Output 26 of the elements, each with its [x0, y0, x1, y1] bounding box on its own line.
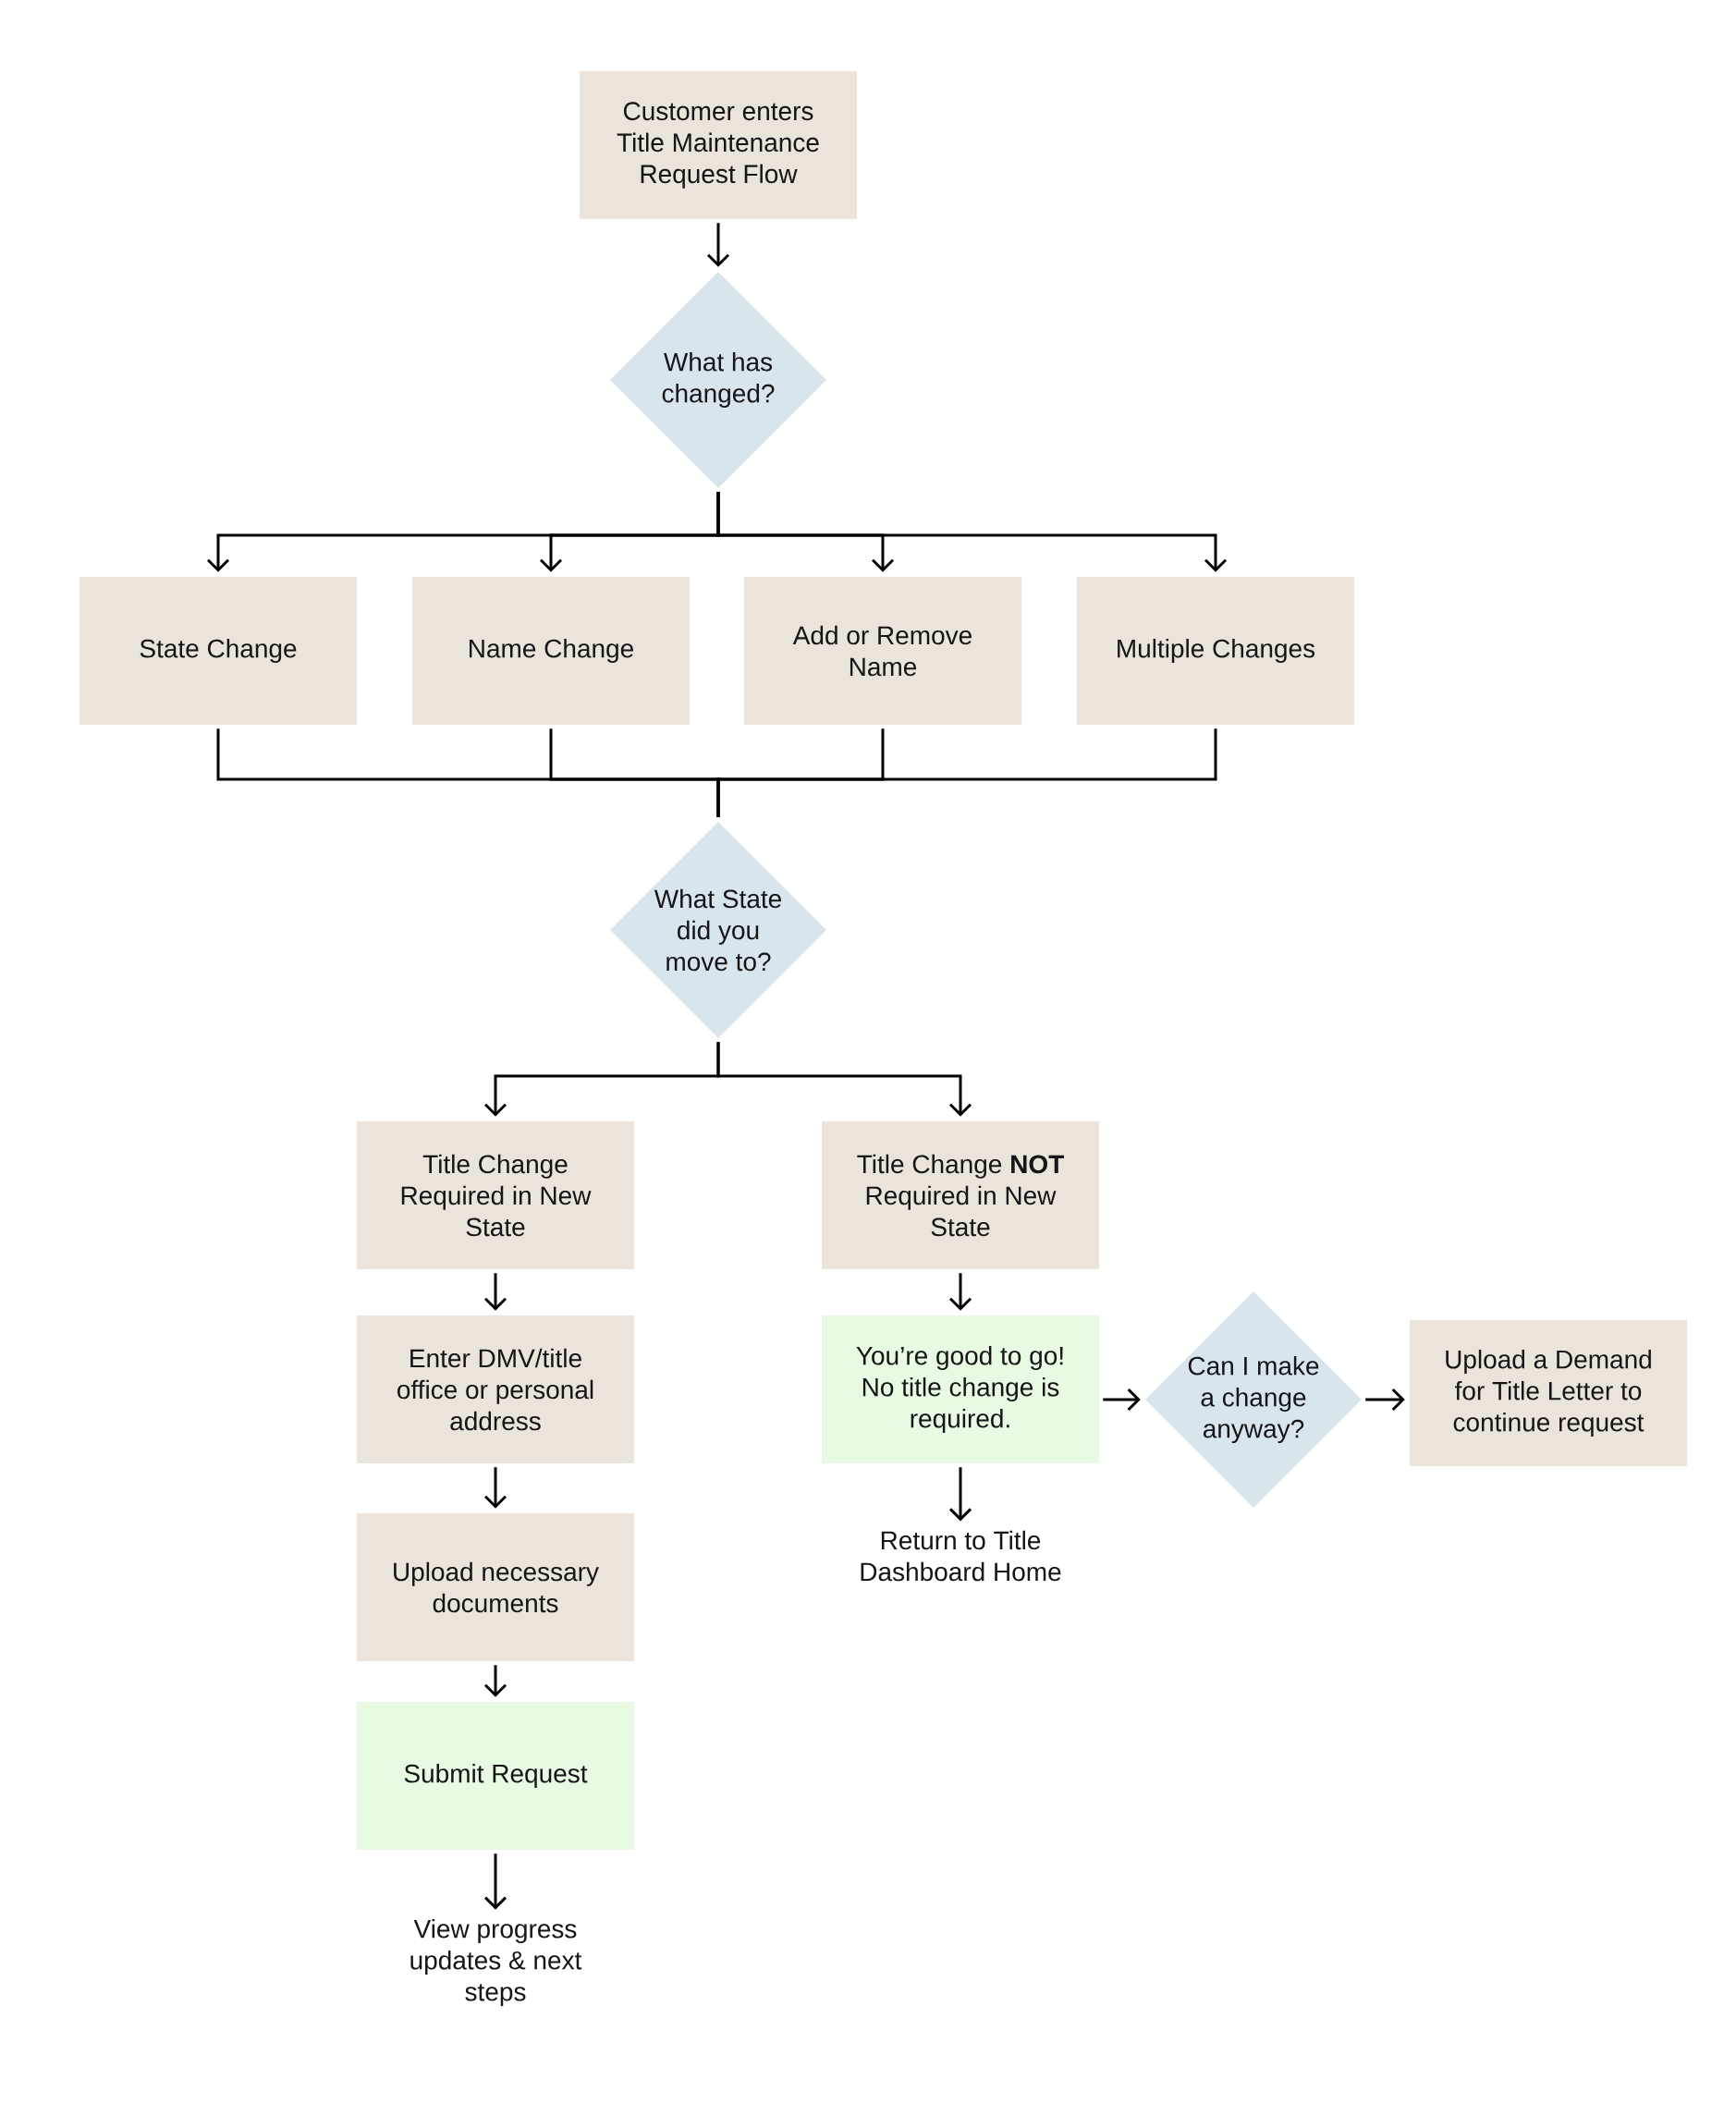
- arrow: [1365, 1388, 1405, 1412]
- process-box: Title Change NOT Required in New State: [822, 1121, 1099, 1269]
- arrow: [483, 1273, 507, 1311]
- process-box: State Change: [79, 577, 357, 725]
- process-box: Multiple Changes: [1077, 577, 1354, 725]
- arrow: [483, 1467, 507, 1509]
- process-box: Submit Request: [357, 1702, 634, 1850]
- arrow: [1103, 1388, 1141, 1412]
- arrow: [483, 1853, 507, 1910]
- process-box: Upload a Demand for Title Letter to continue request: [1410, 1320, 1687, 1466]
- arrow: [948, 1273, 972, 1311]
- process-box: Customer enters Title Maintenance Request Flow: [580, 71, 857, 219]
- arrow: [716, 1042, 972, 1117]
- arrow: [716, 492, 1228, 572]
- arrow: [483, 1665, 507, 1697]
- process-box: Upload necessary documents: [357, 1513, 634, 1661]
- arrow: [948, 1467, 972, 1522]
- arrow: [706, 223, 730, 267]
- process-box: You’re good to go! No title change is required.: [822, 1315, 1099, 1463]
- step-text: View progress updates & next steps: [410, 1919, 582, 2007]
- process-box: Add or Remove Name: [744, 577, 1021, 725]
- connector-line: [716, 728, 1217, 817]
- process-box: Name Change: [412, 577, 690, 725]
- step-text: Return to Title Dashboard Home: [861, 1530, 1061, 1582]
- process-box: Enter DMV/title office or personal address: [357, 1315, 634, 1463]
- process-box: Title Change Required in New State: [357, 1121, 634, 1269]
